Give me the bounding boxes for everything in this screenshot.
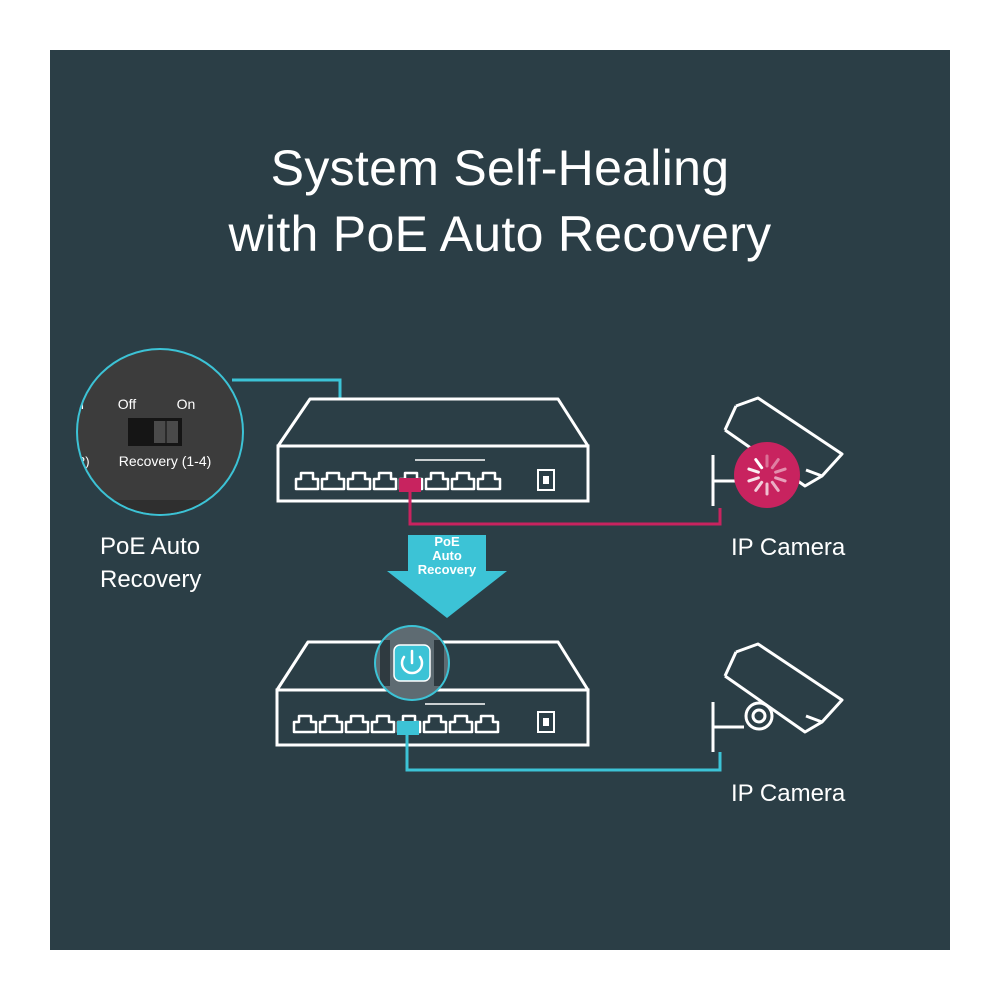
spinner-tick	[774, 476, 787, 483]
ip-camera-label-top: IP Camera	[731, 534, 846, 561]
faulty-cable	[408, 490, 722, 526]
ethernet-port	[422, 714, 448, 734]
ethernet-port	[320, 471, 346, 491]
dip-switch-zoom: Off On Recovery (1-4) i 2)	[76, 348, 244, 516]
page-title-line-2: with PoE Auto Recovery	[228, 206, 772, 262]
loading-spinner-icon	[734, 442, 800, 508]
spinner-tick	[747, 476, 760, 483]
ethernet-port	[370, 714, 396, 734]
spinner-tick	[770, 480, 780, 492]
ethernet-port	[318, 714, 344, 734]
poe-label-line-2: Recovery	[100, 566, 202, 593]
port-row-top	[294, 471, 502, 491]
switch-bottom	[275, 640, 590, 747]
port-row-bottom	[292, 714, 500, 734]
badge-line-2: Auto	[432, 548, 462, 563]
zoom-connector-line	[232, 378, 342, 399]
badge-line-1: PoE	[434, 534, 460, 549]
faulty-port	[399, 478, 421, 492]
poe-auto-recovery-badge: PoE Auto Recovery	[408, 535, 486, 577]
ethernet-port	[346, 471, 372, 491]
ethernet-port	[450, 471, 476, 491]
ethernet-port	[474, 714, 500, 734]
spinner-tick	[770, 458, 780, 470]
ip-camera-icon-bottom	[711, 642, 844, 752]
switch-top	[276, 397, 590, 503]
page-title-line-1: System Self-Healing	[270, 140, 730, 196]
ethernet-port	[424, 471, 450, 491]
poe-auto-recovery-label: PoE Auto Recovery	[100, 530, 201, 596]
ethernet-port	[344, 714, 370, 734]
dip-recovery-label: Recovery (1-4)	[119, 453, 212, 469]
restored-port	[397, 721, 419, 735]
ethernet-port	[292, 714, 318, 734]
poe-label-line-1: PoE Auto	[100, 533, 201, 560]
power-restart-icon	[374, 625, 450, 701]
ethernet-port	[476, 471, 502, 491]
ethernet-port	[372, 471, 398, 491]
spinner-tick	[747, 467, 760, 474]
spinner-tick	[774, 467, 787, 474]
spinner-tick	[754, 458, 764, 470]
dip-edge-label-bottom: 2)	[78, 454, 90, 469]
spinner-tick	[754, 480, 764, 492]
dip-off-label: Off	[118, 396, 137, 412]
ethernet-port	[448, 714, 474, 734]
ip-camera-label-bottom: IP Camera	[731, 780, 846, 807]
restored-cable	[405, 733, 722, 772]
dip-on-label: On	[177, 396, 196, 412]
ethernet-port	[294, 471, 320, 491]
down-arrow-icon	[387, 535, 507, 618]
badge-line-3: Recovery	[417, 562, 477, 577]
